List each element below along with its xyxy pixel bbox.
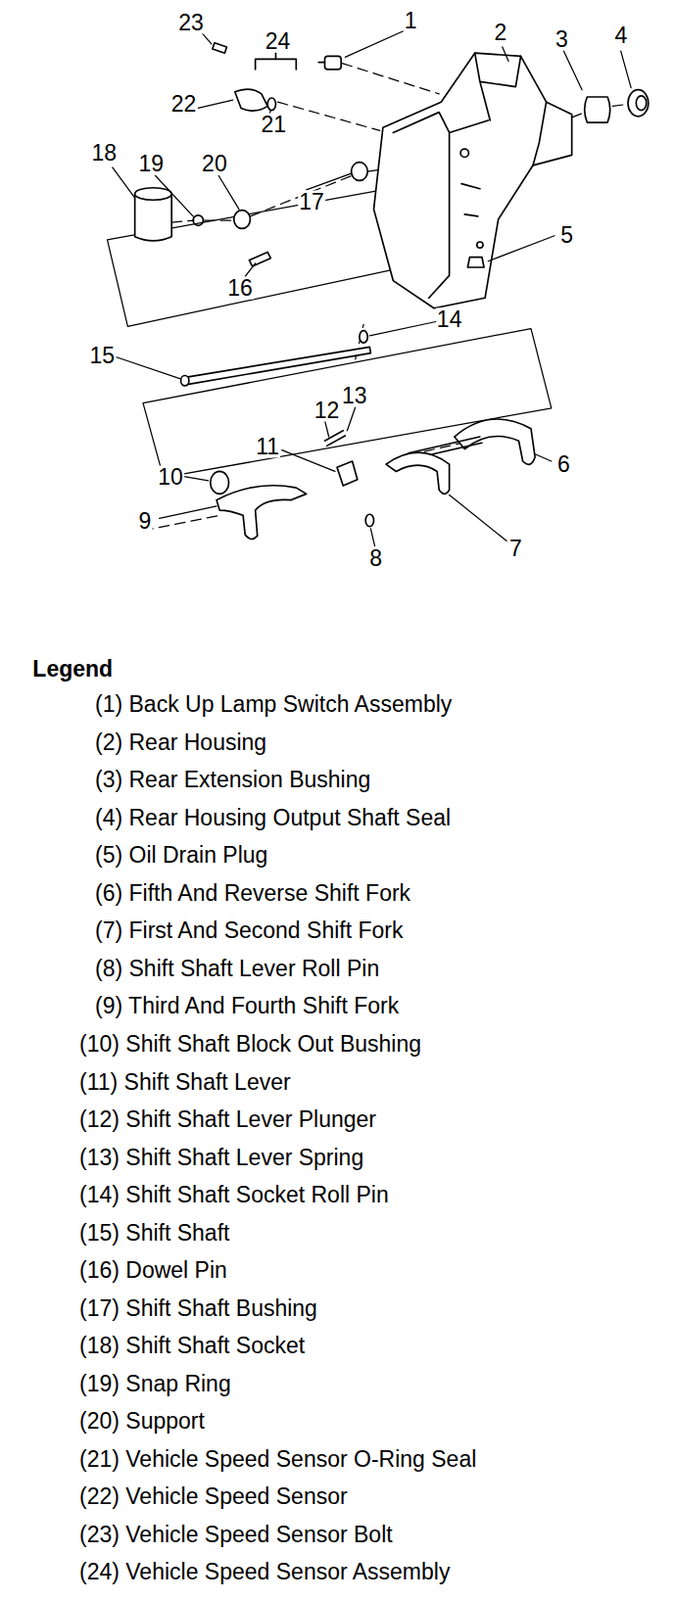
legend-entry: (22) Vehicle Speed Sensor (79, 1486, 348, 1509)
legend-entry: (8) Shift Shaft Lever Roll Pin (95, 957, 380, 980)
group-frame (107, 189, 404, 328)
legend-entry: (9) Third And Fourth Shift Fork (95, 995, 399, 1018)
callout-number: 9 (138, 509, 153, 532)
legend-entry: (19) Snap Ring (79, 1372, 232, 1396)
callout-number: 23 (177, 10, 205, 34)
legend-entry: (5) Oil Drain Plug (95, 844, 268, 867)
legend-entry: (16) Dowel Pin (79, 1259, 228, 1283)
callout-number: 4 (613, 24, 628, 48)
callout-number: 24 (264, 29, 292, 52)
callout-number: 17 (297, 191, 326, 214)
legend-entry: (24) Vehicle Speed Sensor Assembly (79, 1561, 450, 1585)
legend-entry: (11) Shift Shaft Lever (79, 1070, 291, 1094)
callout-number: 13 (340, 385, 369, 408)
callout-number: 21 (260, 113, 289, 137)
callout-number: 5 (559, 223, 575, 246)
legend-entry: (20) Support (79, 1410, 205, 1434)
legend-entry: (3) Rear Extension Bushing (95, 769, 371, 792)
legend-entry: (12) Shift Shaft Lever Plunger (79, 1108, 377, 1132)
legend-entry: (10) Shift Shaft Block Out Bushing (79, 1032, 422, 1056)
callout-number: 22 (170, 93, 198, 116)
callout-number: 10 (156, 465, 185, 488)
legend-entry: (18) Shift Shaft Socket (79, 1335, 305, 1358)
callout-number: 8 (368, 547, 384, 571)
legend-entry: (15) Shift Shaft (79, 1221, 230, 1245)
legend-entry: (13) Shift Shaft Lever Spring (79, 1146, 364, 1169)
callout-number: 7 (508, 536, 524, 560)
callout-number: 3 (554, 27, 570, 50)
legend-heading: Legend (32, 657, 113, 680)
switch-part (318, 55, 341, 70)
callout-number: 19 (137, 151, 165, 175)
callout-number: 6 (556, 453, 572, 477)
legend-entry: (23) Vehicle Speed Sensor Bolt (79, 1523, 393, 1546)
callout-number: 12 (313, 399, 341, 423)
legend-entry: (17) Shift Shaft Bushing (79, 1297, 318, 1320)
callout-number: 16 (226, 276, 254, 299)
rear-housing (374, 52, 573, 309)
legend-entry: (1) Back Up Lamp Switch Assembly (95, 693, 452, 717)
legend-entry: (7) First And Second Shift Fork (95, 919, 403, 943)
legend-entry: (4) Rear Housing Output Shaft Seal (95, 806, 451, 829)
group-frame (143, 329, 552, 479)
legend-entry: (2) Rear Housing (95, 730, 267, 754)
callout-number: 11 (254, 434, 281, 458)
callout-number: 2 (492, 21, 508, 45)
legend-entry: (14) Shift Shaft Socket Roll Pin (79, 1184, 389, 1207)
callout-number: 15 (88, 343, 116, 367)
legend-entry: (21) Vehicle Speed Sensor O-Ring Seal (79, 1447, 477, 1471)
callout-number: 1 (403, 8, 419, 32)
callout-number: 18 (91, 142, 119, 165)
callout-number: 20 (200, 151, 229, 175)
legend-entry: (6) Fifth And Reverse Shift Fork (95, 881, 411, 905)
callout-number: 14 (435, 308, 464, 332)
